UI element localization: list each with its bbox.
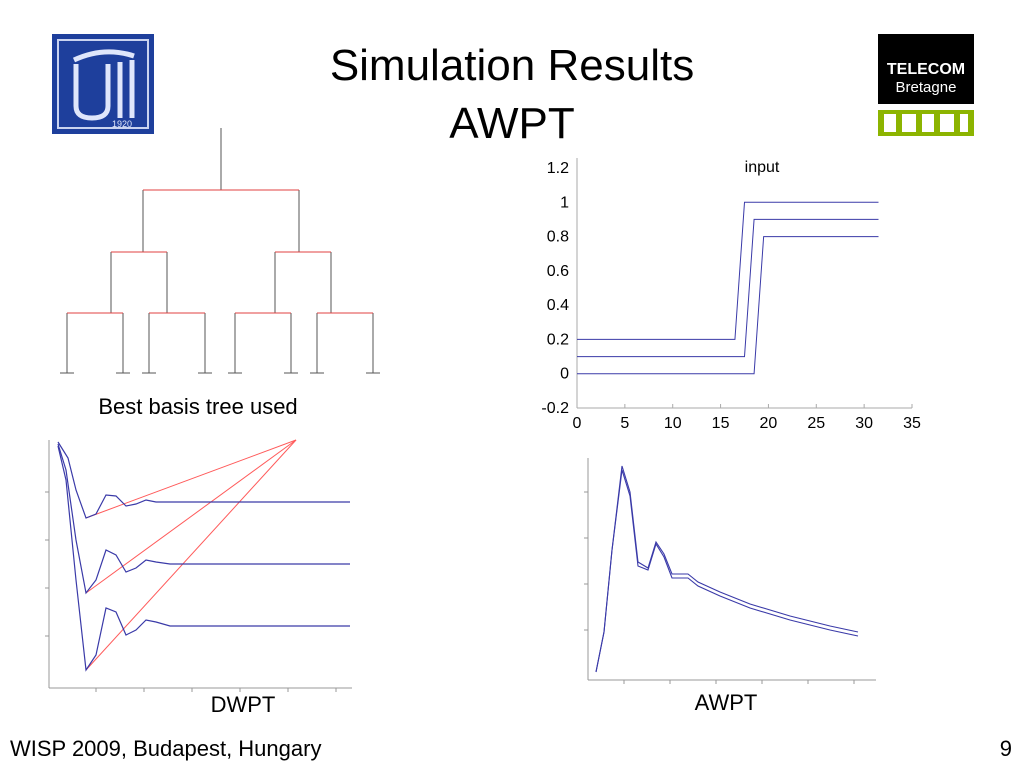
awpt-caption: AWPT — [694, 690, 758, 715]
y-tick-label: 1 — [560, 194, 569, 211]
university-logo-icon: 1920 — [52, 34, 154, 134]
input-series-line-2 — [577, 218, 879, 358]
y-tick-label: 0.8 — [547, 229, 569, 246]
input-series-line-3 — [577, 236, 879, 375]
x-tick-label: 10 — [664, 415, 682, 432]
x-tick-label: 20 — [760, 415, 778, 432]
best-basis-tree — [55, 128, 395, 378]
logo-line1: TELECOM — [887, 61, 965, 78]
x-tick-label: 35 — [903, 415, 921, 432]
y-tick-label: 0.2 — [547, 331, 569, 348]
footer-text: WISP 2009, Budapest, Hungary — [10, 736, 322, 761]
slide-subtitle: AWPT — [449, 99, 575, 148]
y-tick-label: -0.2 — [541, 400, 569, 417]
dwpt-plot — [40, 430, 360, 692]
telecom-bretagne-logo-icon: TELECOM Bretagne — [878, 34, 974, 138]
awpt-plot — [580, 454, 880, 684]
tree-caption: Best basis tree used — [98, 394, 298, 419]
y-tick-label: 0.4 — [547, 297, 569, 314]
input-series-line-1 — [577, 201, 879, 340]
y-tick-label: 0 — [560, 366, 569, 383]
y-tick-label: 0.6 — [547, 263, 569, 280]
page-number: 9 — [999, 736, 1012, 761]
x-tick-label: 5 — [620, 415, 629, 432]
dwpt-caption: DWPT — [210, 692, 276, 717]
y-tick-label: 1.2 — [547, 160, 569, 177]
x-tick-label: 30 — [855, 415, 873, 432]
x-tick-label: 15 — [712, 415, 730, 432]
x-tick-label: 0 — [573, 415, 582, 432]
logo-line2: Bretagne — [896, 79, 957, 96]
slide-title: Simulation Results — [329, 41, 695, 90]
logo-year: 1920 — [112, 119, 132, 129]
chart-title: input — [745, 159, 780, 176]
x-tick-label: 25 — [807, 415, 825, 432]
